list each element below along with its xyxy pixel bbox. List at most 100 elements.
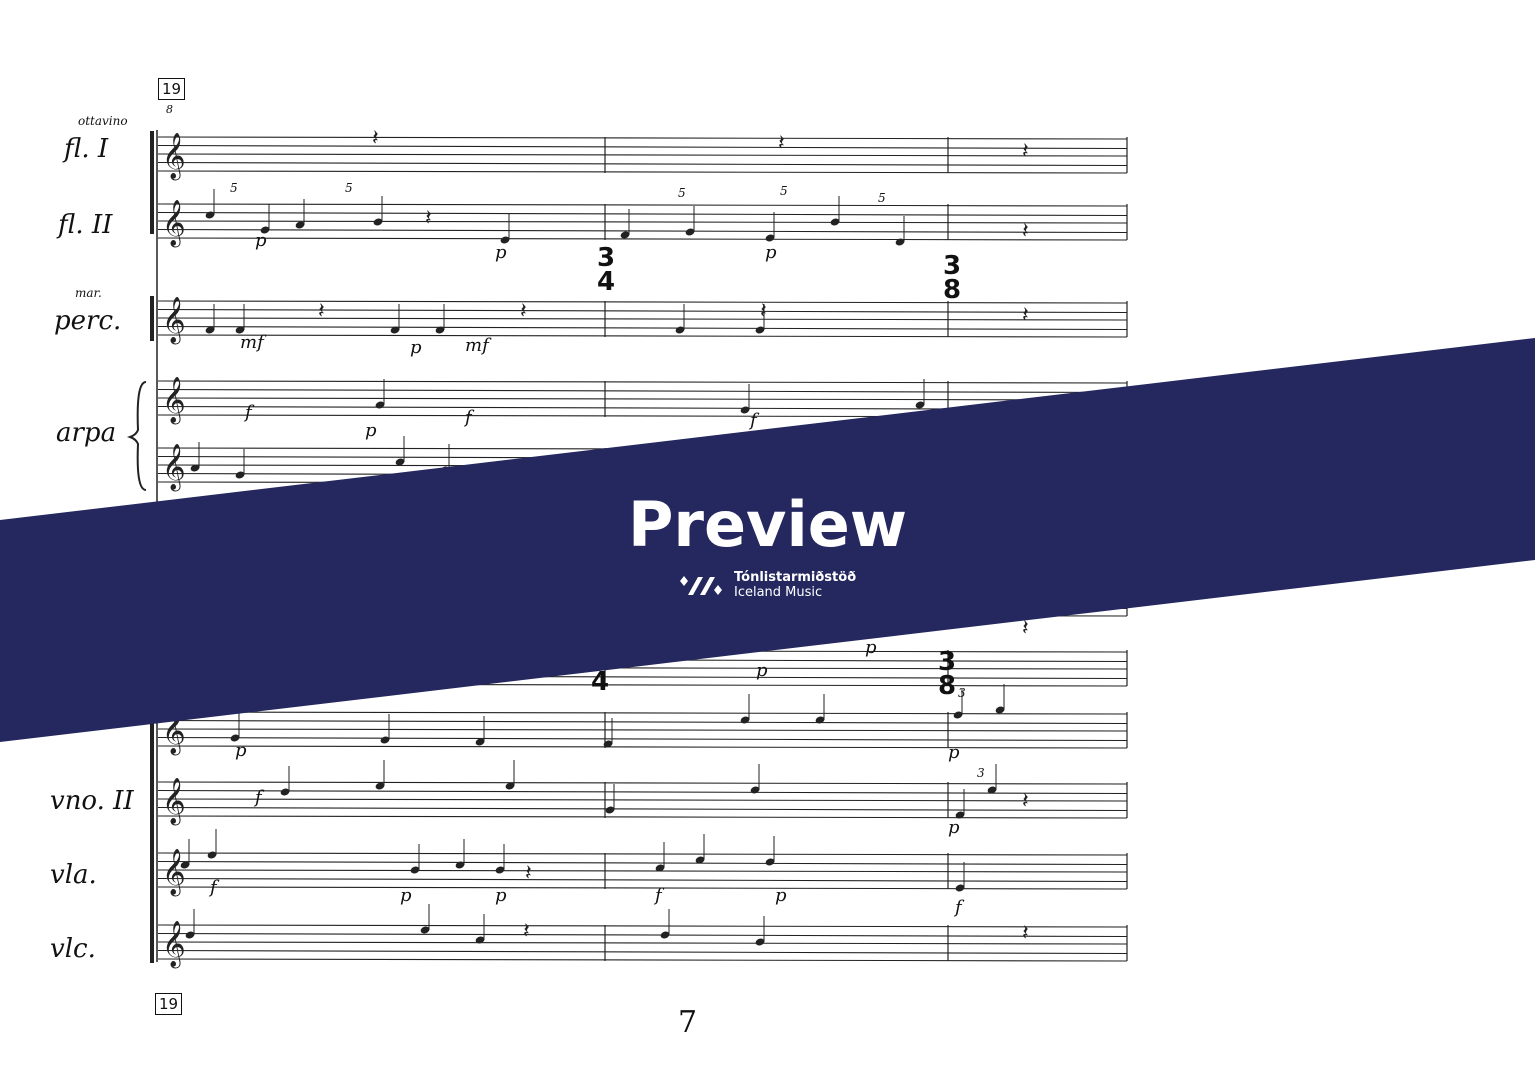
staff-line (157, 317, 1128, 321)
rest-icon: 𝄽 (523, 919, 530, 944)
dynamic-marking: f (750, 410, 757, 431)
tuplet-number: 5 (345, 181, 353, 195)
dynamic-marking: p (495, 242, 507, 263)
note-head (955, 884, 965, 892)
staff-line (157, 806, 1128, 812)
tuplet-number: 5 (878, 191, 886, 205)
note-head (230, 734, 240, 742)
staff-line (157, 941, 1128, 945)
note-head (280, 788, 290, 796)
staff-line (157, 397, 1128, 401)
staff-line (157, 144, 1128, 150)
ottavino-label: ottavino (78, 114, 128, 128)
note-head (205, 326, 215, 334)
rest-icon: 𝄽 (525, 861, 532, 886)
dynamic-marking: f (255, 787, 262, 808)
instrument-label-vno2: vno. II (50, 786, 134, 816)
rehearsal-mark-top: 19 (158, 78, 186, 100)
dynamic-marking: p (495, 885, 507, 906)
rest-icon: 𝄽 (1022, 219, 1029, 244)
perc-sub-label: mar. (75, 286, 102, 300)
rest-icon: 𝄽 (318, 299, 325, 324)
note-head (505, 782, 515, 790)
note-head (655, 864, 665, 872)
staff-line (157, 719, 1128, 725)
note-head (260, 226, 270, 234)
staff-line (157, 388, 1128, 394)
note-head (955, 811, 965, 819)
treble-clef-icon: 𝄞 (162, 849, 186, 897)
note-head (915, 401, 925, 409)
staff-line (157, 852, 1128, 856)
instrument-label-perc: perc. (54, 306, 122, 336)
staff-line (157, 728, 1128, 732)
tuplet-number: 5 (780, 184, 788, 198)
staff-line (157, 815, 1128, 819)
tuplet-number: 3 (977, 766, 985, 780)
dynamic-marking: p (235, 740, 247, 761)
rest-icon: 𝄽 (520, 299, 527, 324)
time-signature: 4 (590, 667, 610, 697)
dynamic-marking: p (948, 742, 960, 763)
iceland-music-logo-icon (680, 576, 722, 595)
treble-clef-icon: 𝄞 (162, 133, 186, 181)
staff-line (157, 228, 1128, 234)
note-head (495, 866, 505, 874)
dynamic-marking: mf (465, 335, 489, 356)
treble-clef-icon: 𝄞 (162, 297, 186, 345)
staff-line (157, 958, 1128, 962)
note-head (185, 931, 195, 939)
note-head (995, 706, 1005, 714)
staff-line (157, 153, 1128, 157)
treble-clef-icon: 𝄞 (162, 377, 186, 425)
note-head (435, 326, 445, 334)
dynamic-marking: p (756, 660, 768, 681)
rest-icon: 𝄽 (1022, 921, 1029, 946)
treble-clef-icon: 𝄞 (162, 778, 186, 826)
note-head (755, 326, 765, 334)
staff-line (157, 736, 1128, 742)
staff-line (157, 136, 1128, 140)
staff-line (157, 781, 1128, 785)
staff-line (157, 860, 1128, 866)
instrument-label-vla: vla. (50, 860, 97, 890)
logo-line2: Iceland Music (734, 585, 823, 600)
note-head (765, 234, 775, 242)
rest-icon: 𝄽 (778, 131, 785, 156)
note-head (205, 211, 215, 219)
note-head (373, 218, 383, 226)
rest-icon: 𝄽 (372, 126, 379, 151)
note-head (953, 711, 963, 719)
note-head (375, 401, 385, 409)
note-head (675, 326, 685, 334)
rest-icon: 𝄽 (1022, 139, 1029, 164)
staff-line (157, 220, 1128, 224)
treble-clef-icon: 𝄞 (162, 200, 186, 248)
note-head (375, 782, 385, 790)
note-head (695, 856, 705, 864)
note-head (830, 218, 840, 226)
note-head (420, 926, 430, 934)
staff-line (157, 745, 1128, 749)
dynamic-marking: p (365, 420, 377, 441)
note-head (235, 471, 245, 479)
logo-line1: Tónlistarmiðstöð (734, 570, 857, 585)
staff-line (157, 798, 1128, 802)
dynamic-marking: p (255, 230, 267, 251)
instrument-label-vlc: vlc. (50, 934, 96, 964)
bracket (150, 131, 154, 234)
staff-line (157, 203, 1128, 207)
note-head (620, 231, 630, 239)
note-head (740, 716, 750, 724)
ottava-mark: 8 (166, 103, 173, 116)
preview-title: Preview (627, 488, 908, 561)
dynamic-marking: f (655, 885, 662, 906)
dynamic-marking: f (210, 877, 217, 898)
instrument-label-fl1: fl. I (64, 134, 109, 164)
note-head (475, 738, 485, 746)
brace (126, 381, 147, 491)
rehearsal-mark-bottom: 19 (155, 993, 183, 1015)
